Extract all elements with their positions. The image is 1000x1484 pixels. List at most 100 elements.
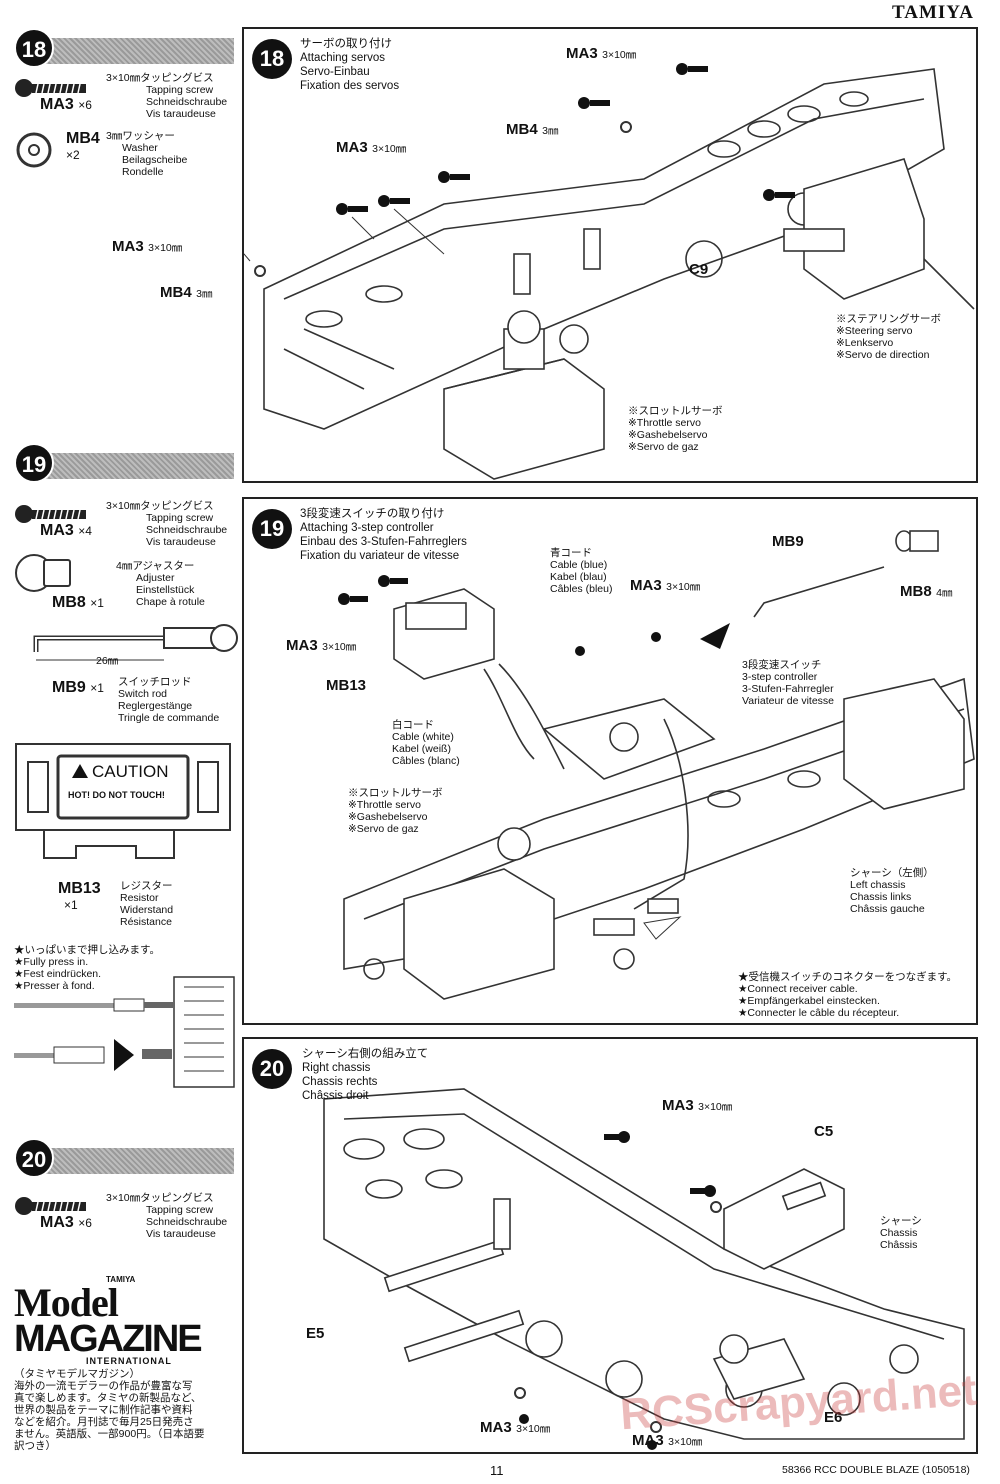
text-line: Adjuster — [136, 572, 175, 584]
part-code: MB4 — [66, 130, 100, 147]
part-code: MB9 — [52, 679, 86, 696]
step-18-number: 18 — [252, 39, 292, 79]
text-line: ※Gashebelservo — [628, 429, 708, 441]
part-label: MA3 — [566, 45, 598, 62]
label-ma3-a: MA3 3×10㎜ — [630, 577, 700, 595]
part-size: 3×10㎜ — [148, 242, 183, 254]
text-line: Rondelle — [122, 166, 164, 178]
connector-press-diagram — [14, 976, 235, 1088]
text-line: ※スロットルサーボ — [628, 405, 723, 417]
sidebar-step-18-header: 18 — [14, 28, 234, 68]
throttle-servo-label: ※スロットルサーボ ※Throttle servo ※Gashebelservo… — [628, 405, 723, 453]
part-label: E6 — [824, 1409, 843, 1426]
step-20-diagram — [323, 1088, 965, 1450]
text-line: ※Servo de gaz — [348, 823, 419, 835]
text-line: ※Servo de direction — [836, 349, 930, 361]
sidebar-20-ma3: MA3 ×6 — [40, 1214, 92, 1232]
title-line: Chassis rechts — [302, 1076, 378, 1088]
part-size: 3×10㎜ — [516, 1423, 551, 1435]
text-line: レジスター — [120, 880, 173, 892]
step-19-diagram — [338, 530, 975, 1000]
text-line: 海外の一流モデラーの作品が豊富な写 — [14, 1380, 193, 1392]
title-line: Fixation des servos — [300, 80, 400, 92]
left-chassis-label: シャーシ（左側） Left chassis Chassis links Châs… — [850, 867, 934, 915]
text-line: スイッチロッド — [118, 676, 192, 688]
title-line: Right chassis — [302, 1062, 371, 1074]
brand-logo: TAMIYA — [891, 2, 974, 23]
label-ma3-bl: MA3 3×10㎜ — [480, 1419, 550, 1437]
text-line: ません。英語版、一部900円。（日本語要 — [14, 1428, 205, 1440]
text-line: 4㎜アジャスター — [116, 560, 195, 572]
part-size: 3×10㎜ — [602, 49, 637, 61]
title-line: Einbau des 3-Stufen-Fahrreglers — [300, 536, 467, 548]
text-line: Reglergestänge — [118, 700, 193, 712]
text-line: 白コード — [392, 719, 434, 731]
text-line: Left chassis — [850, 879, 906, 891]
sidebar-19-ma3-text: 3×10㎜タッピングビス Tapping screw Schneidschrau… — [106, 500, 227, 548]
part-label: MA3 — [112, 238, 144, 255]
part-label: MA3 — [632, 1432, 664, 1449]
text-line: Switch rod — [118, 688, 168, 700]
text-line: ★受信機スイッチのコネクターをつなぎます。 — [738, 971, 958, 983]
sidebar-20-ma3-text: 3×10㎜タッピングビス Tapping screw Schneidschrau… — [106, 1192, 227, 1240]
text-line: シャーシ（左側） — [850, 867, 934, 879]
steering-servo-label: ※ステアリングサーボ ※Steering servo ※Lenkservo ※S… — [836, 313, 941, 361]
label-ma3-bb: MA3 3×10㎜ — [632, 1432, 702, 1450]
text-line: Cable (blue) — [550, 559, 608, 571]
label-ma3-left: MA3 3×10㎜ — [336, 139, 406, 157]
label-mb13: MB13 — [326, 677, 366, 695]
text-line: Beilagscheibe — [122, 154, 188, 166]
text-line: 3-step controller — [742, 671, 818, 683]
part-qty: ×6 — [78, 98, 92, 112]
part-label: C5 — [814, 1123, 834, 1140]
label-mb4-left: MB4 3㎜ — [160, 284, 212, 302]
text-line: 3-Stufen-Fahrregler — [742, 683, 834, 695]
step-19-panel: 19 3段変速スイッチの取り付け Attaching 3-step contro… — [242, 497, 978, 1025]
title-line: Servo-Einbau — [300, 66, 370, 78]
text-line: Châssis — [880, 1239, 918, 1251]
text-line: ※ステアリングサーボ — [836, 313, 941, 325]
part-label: MB9 — [772, 533, 804, 550]
page-number: 11 — [490, 1463, 504, 1478]
label-mb4-mid: MB4 3㎜ — [506, 121, 558, 139]
step-18-title: サーボの取り付け Attaching servos Servo-Einbau F… — [300, 37, 399, 93]
model-magazine-ad: TAMIYA Model MAGAZINE INTERNATIONAL （タミヤ… — [14, 1275, 236, 1452]
part-qty: ×2 — [66, 148, 80, 162]
step-20-panel: 20 シャーシ右側の組み立て Right chassis Chassis rec… — [242, 1037, 978, 1454]
part-qty: ×4 — [78, 524, 92, 538]
sidebar-18-ma3-text: 3×10㎜タッピングビス Tapping screw Schneidschrau… — [106, 72, 227, 120]
title-line: サーボの取り付け — [300, 38, 392, 50]
product-code: 58366 RCC DOUBLE BLAZE (1050518) — [782, 1464, 970, 1476]
part-label: MA3 — [480, 1419, 512, 1436]
text-line: 青コード — [550, 547, 592, 559]
text-line: 3㎜ワッシャー — [106, 130, 175, 142]
part-qty: ×1 — [64, 898, 78, 912]
sidebar-step-20-header: 20 — [14, 1138, 234, 1178]
text-line: Vis taraudeuse — [146, 536, 216, 548]
part-code: MB13 — [58, 880, 101, 897]
text-line: 3段変速スイッチ — [742, 659, 822, 671]
label-ma3-far: MA3 3×10㎜ — [112, 238, 182, 256]
text-line: Widerstand — [120, 904, 174, 916]
mm-description: （タミヤモデルマガジン） 海外の一流モデラーの作品が豊富な写 真で楽しめます。タ… — [14, 1368, 236, 1452]
adjuster-icon — [15, 554, 71, 592]
sidebar-19-ma3: MA3 ×4 — [40, 522, 92, 540]
title-line: 3段変速スイッチの取り付け — [300, 508, 445, 520]
mm-model: Model — [14, 1280, 119, 1325]
part-label: MB13 — [326, 677, 367, 694]
text-line: Vis taraudeuse — [146, 108, 216, 120]
header-bar — [32, 38, 234, 64]
text-line: ※Servo de gaz — [628, 441, 699, 453]
label-mb8: MB8 4㎜ — [900, 583, 952, 601]
sidebar-18-mb4: MB4 ×2 — [66, 130, 100, 162]
receiver-note: ★受信機スイッチのコネクターをつなぎます。 ★Connect receiver … — [738, 971, 957, 1019]
text-line: （タミヤモデルマガジン） — [14, 1368, 140, 1380]
title-line: Attaching servos — [300, 52, 386, 64]
text-line: などを紹介。月刊誌で毎月25日発売さ — [14, 1416, 194, 1428]
throttle-servo-label: ※スロットルサーボ ※Throttle servo ※Gashebelservo… — [348, 787, 443, 835]
part-size: 4㎜ — [936, 587, 953, 599]
text-line: Câbles (bleu) — [550, 583, 613, 595]
part-label: C9 — [689, 261, 709, 278]
text-line: Tapping screw — [146, 1204, 214, 1216]
text-line: ★Empfängerkabel einstecken. — [738, 995, 880, 1007]
